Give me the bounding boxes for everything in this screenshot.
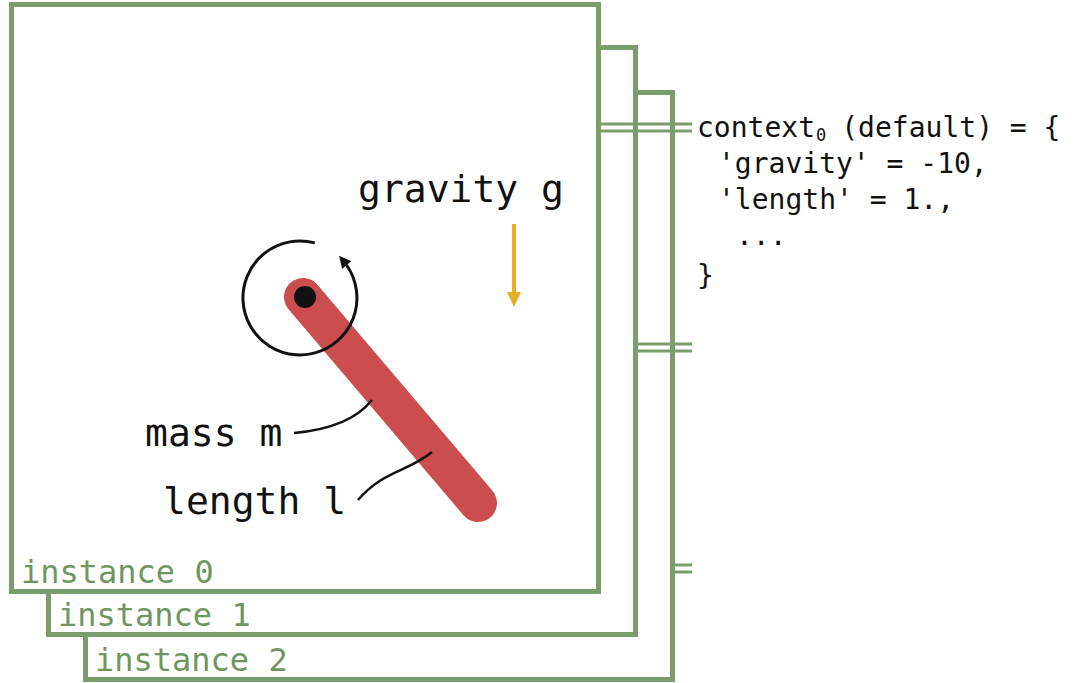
instance-label: instance 1 — [58, 599, 251, 631]
pivot-dot — [294, 286, 316, 308]
code-text: 'length' = 1., — [718, 183, 954, 216]
code-text: (default) = { — [841, 111, 1060, 144]
label-slot: 0 — [816, 126, 826, 145]
label-slot: ... — [736, 222, 787, 250]
instance-label: instance 2 — [95, 644, 288, 676]
leader-line — [358, 452, 432, 500]
code-text: } — [697, 259, 714, 292]
code-text: 'gravity' = -10, — [718, 147, 988, 180]
gravity-arrowhead — [507, 292, 521, 307]
code-subscript: 0 — [816, 125, 826, 145]
label-slot: (default) = { — [841, 114, 1060, 142]
code-text: context — [697, 111, 815, 144]
pendulum-illustration — [9, 2, 601, 594]
gravity-arrow — [512, 224, 516, 294]
context-link — [9, 2, 601, 594]
label-slot: } — [697, 262, 714, 290]
label-slot: context — [697, 114, 815, 142]
code-text: ... — [736, 219, 787, 252]
leader-line — [294, 400, 372, 433]
label-slot: 'gravity' = -10, — [718, 150, 988, 178]
instance-frame: instance 0 — [9, 2, 601, 594]
instance-label: instance 0 — [21, 556, 214, 588]
pendulum-rod — [303, 297, 478, 503]
label-slot: 'length' = 1., — [718, 186, 954, 214]
rotation-arrow — [243, 241, 357, 355]
